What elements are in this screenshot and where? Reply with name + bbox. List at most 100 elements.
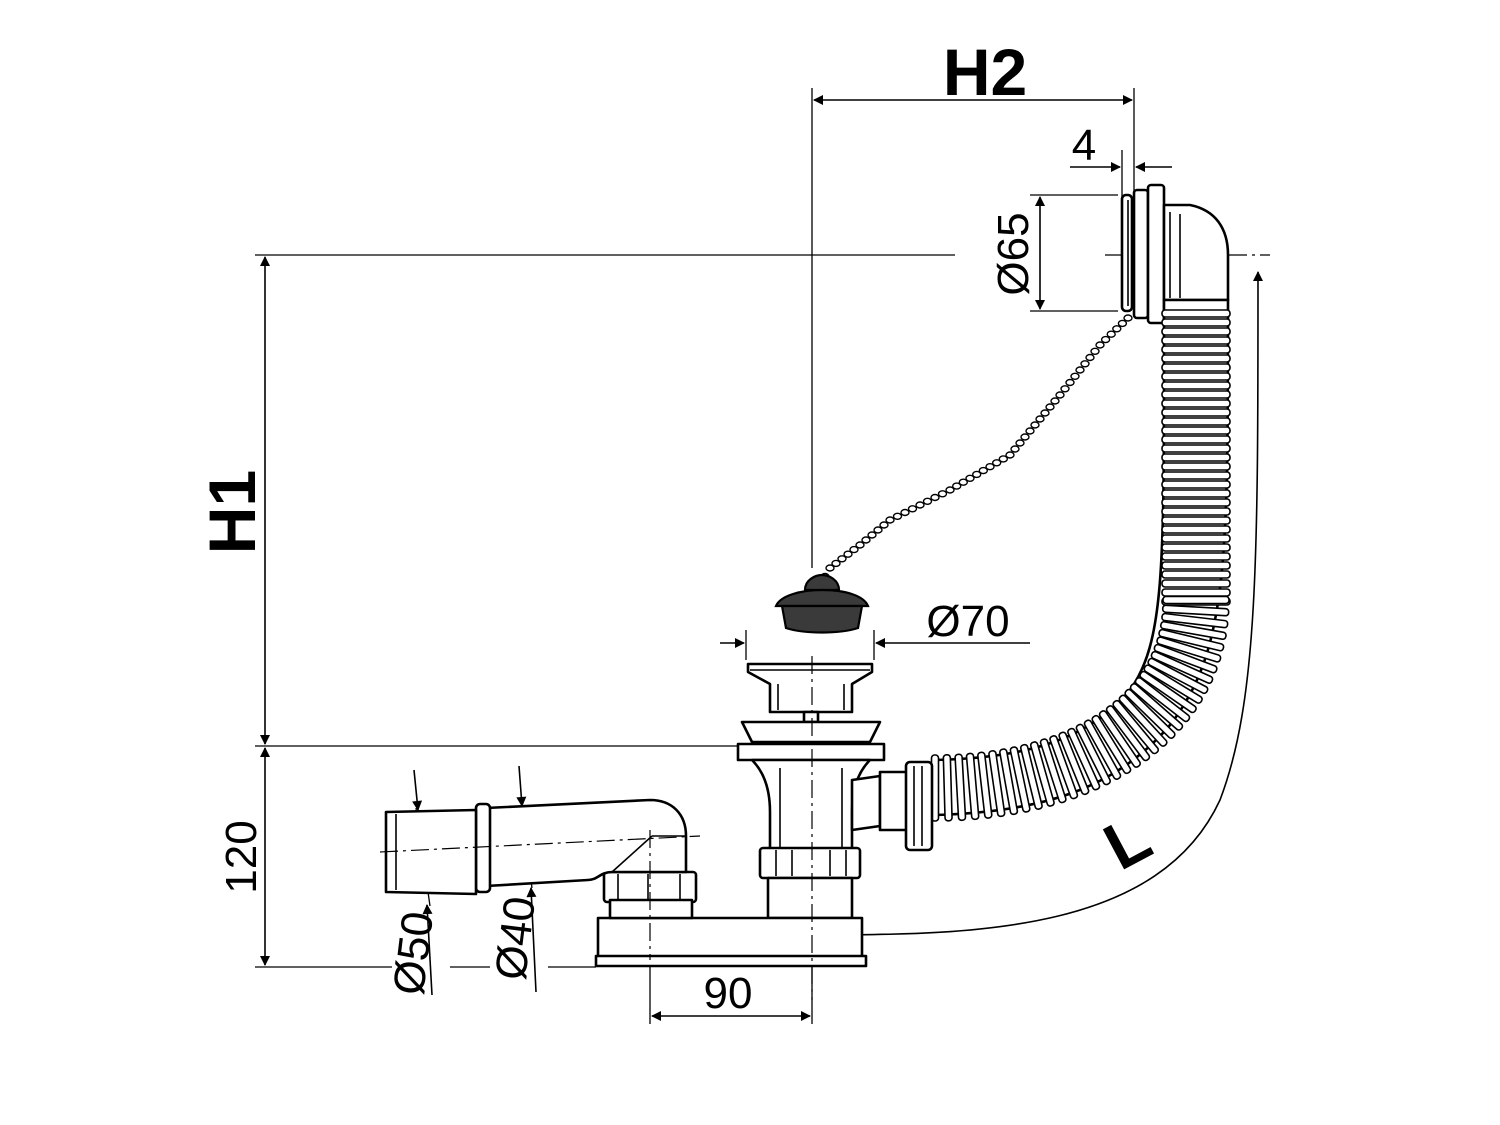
chain-link [861, 536, 871, 544]
hose-rib [1091, 714, 1132, 775]
chain-link [1050, 397, 1060, 405]
chain-link [978, 466, 988, 475]
hose-rib [1161, 381, 1231, 390]
chain-link [1025, 427, 1035, 435]
label-h2: H2 [943, 35, 1027, 109]
hose-rib [1161, 417, 1231, 426]
label-d70: Ø70 [926, 597, 1009, 646]
chain-link [965, 474, 975, 482]
hose-rib [1161, 579, 1231, 588]
chain-link [907, 505, 918, 513]
hose-rib [999, 748, 1019, 816]
label-l: L [1092, 800, 1162, 884]
hose-rib [1161, 435, 1231, 444]
chain-link [1070, 372, 1080, 380]
chain-link [1123, 314, 1133, 322]
hose-rib [1161, 516, 1231, 525]
hose-rib [1161, 552, 1231, 561]
chain-link [892, 512, 903, 520]
label-d50: Ø50 [384, 909, 443, 998]
hose-rib [1139, 670, 1197, 714]
flex-hose [930, 298, 1231, 822]
hose-rib [1161, 471, 1231, 480]
hose-rib [1161, 309, 1231, 318]
chain-link [849, 545, 859, 554]
chain-link [873, 526, 883, 534]
chain-link [952, 482, 962, 490]
hose-rib [1019, 743, 1043, 810]
chain-link [998, 455, 1008, 463]
hose-rib [954, 753, 967, 822]
hose-rib [1161, 345, 1231, 354]
hose-rib [1098, 710, 1141, 768]
chain-link [1080, 360, 1090, 368]
hose-rib [1161, 399, 1231, 408]
hose-rib [1156, 636, 1222, 663]
hose-rib [1161, 336, 1231, 345]
drain-plug [774, 573, 870, 634]
hose-rib [1161, 462, 1231, 471]
chain-link [1060, 385, 1070, 393]
hose-rib [1124, 688, 1176, 740]
chain-link [900, 508, 910, 517]
chain-link [867, 531, 877, 539]
hose-ribs [930, 309, 1231, 822]
chain-link [879, 521, 889, 529]
chain-link [1065, 378, 1075, 387]
hose-rib [1105, 705, 1151, 762]
hose-rib [1161, 318, 1231, 327]
drain-strainer [740, 662, 882, 744]
chain-link [972, 470, 982, 479]
hose-rib [1009, 746, 1031, 813]
hose-rib [1143, 664, 1203, 704]
chain-link [1040, 409, 1050, 417]
chain-link [1035, 415, 1045, 423]
dimension-d65: Ø65 [989, 194, 1118, 312]
hose-rib [1150, 650, 1214, 684]
center-lines [379, 656, 813, 1000]
dimension-d70: Ø70 [720, 597, 1030, 660]
hose-rib [965, 752, 980, 821]
hose-rib [1161, 543, 1231, 552]
chain-link [945, 486, 955, 494]
hose-rib [1161, 612, 1229, 629]
chain-link [922, 497, 933, 505]
chain-link [937, 490, 948, 498]
chain-link [1085, 353, 1095, 362]
hose-rib [1161, 408, 1231, 417]
label-4: 4 [1072, 121, 1096, 170]
hose-rib [1075, 723, 1111, 786]
hose-rib [942, 753, 953, 822]
dimension-4: 4 [1070, 121, 1172, 200]
hose-rib [1129, 683, 1184, 731]
chain-link [1106, 330, 1116, 338]
hose-rib [1112, 699, 1160, 755]
chain-link [1005, 451, 1015, 459]
hose-rib [1134, 676, 1191, 723]
hose-rib [1083, 719, 1122, 780]
hose-rib [1161, 480, 1231, 489]
hose-rib [977, 751, 993, 819]
chain-link [837, 555, 847, 563]
hose-rib [1161, 489, 1231, 498]
chain-link [1045, 403, 1055, 411]
label-120: 120 [217, 820, 266, 893]
hose-rib [1161, 354, 1231, 363]
chain-link [915, 501, 925, 509]
chain-link [825, 564, 835, 572]
label-90: 90 [704, 969, 753, 1018]
hose-rib [1067, 727, 1101, 791]
hose-rib [1161, 570, 1231, 579]
dimension-h2: H2 [811, 35, 1135, 568]
chain-link [1100, 335, 1111, 344]
chain-link [843, 550, 853, 558]
chain-link [985, 463, 995, 471]
hose-rib [1161, 390, 1231, 399]
chain-link [1055, 391, 1065, 399]
drain-body [736, 742, 934, 920]
chain-link [1117, 319, 1128, 328]
hose-rib [1162, 595, 1230, 605]
chain-link [1015, 439, 1025, 447]
chain-link [930, 493, 940, 502]
hose-rib [1161, 525, 1231, 534]
